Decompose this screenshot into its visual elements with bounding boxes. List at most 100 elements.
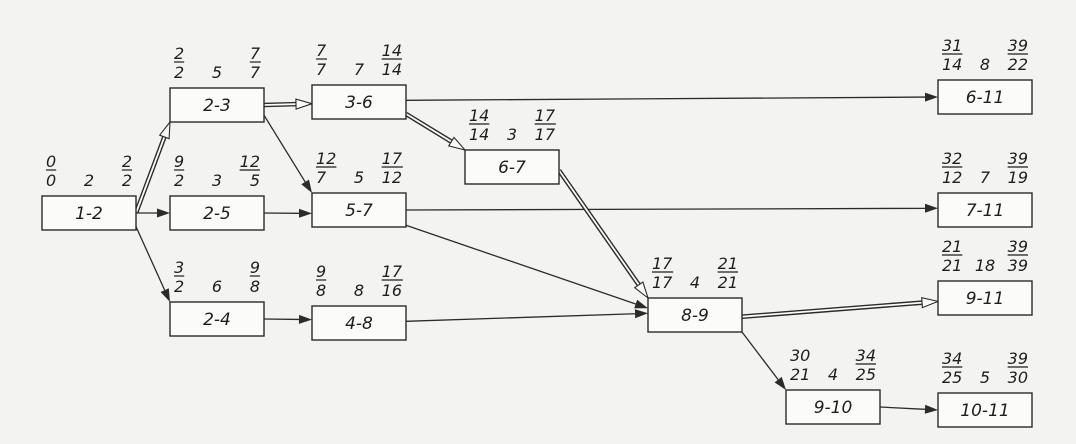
duration: 3 bbox=[212, 171, 222, 190]
edge-3-6-to-6-11 bbox=[405, 92, 938, 102]
early-start: 25 bbox=[942, 368, 962, 387]
late-start: 30 bbox=[790, 346, 810, 365]
arrowhead bbox=[295, 98, 314, 110]
late-finish: 7 bbox=[250, 44, 261, 63]
edge-2-3-to-5-7 bbox=[263, 114, 312, 193]
critical-edge-inner bbox=[741, 301, 925, 318]
early-finish: 39 bbox=[1008, 256, 1028, 275]
early-start: 7 bbox=[316, 60, 327, 79]
activity-label: 9-10 bbox=[814, 398, 853, 418]
late-finish: 9 bbox=[250, 258, 260, 277]
edge-8-9-to-9-11 bbox=[741, 296, 940, 319]
edge-9-10-to-10-11 bbox=[879, 404, 938, 414]
early-start: 7 bbox=[316, 168, 327, 187]
duration: 7 bbox=[354, 60, 365, 79]
duration: 6 bbox=[212, 277, 222, 296]
critical-edge-inner bbox=[263, 103, 299, 106]
activity-label: 3-6 bbox=[345, 93, 373, 113]
early-finish: 14 bbox=[382, 60, 402, 79]
late-start: 21 bbox=[942, 237, 962, 256]
late-finish: 39 bbox=[1008, 237, 1028, 256]
activity-box bbox=[169, 87, 265, 123]
early-start: 2 bbox=[174, 277, 184, 296]
late-start: 3 bbox=[174, 258, 184, 277]
duration: 5 bbox=[980, 368, 990, 387]
early-start: 21 bbox=[790, 365, 810, 384]
activity-label: 2-3 bbox=[203, 96, 231, 116]
early-finish: 5 bbox=[250, 171, 260, 190]
critical-edge-inner bbox=[135, 134, 166, 214]
arrowhead bbox=[634, 309, 648, 319]
arrowhead bbox=[921, 296, 940, 309]
early-finish: 16 bbox=[382, 281, 402, 300]
early-finish: 2 bbox=[122, 171, 132, 190]
edge-line bbox=[135, 226, 166, 291]
late-start: 2 bbox=[174, 44, 184, 63]
late-start: 17 bbox=[652, 254, 673, 273]
late-finish: 17 bbox=[382, 149, 403, 168]
activity-box bbox=[169, 301, 265, 337]
activity-label: 2-4 bbox=[203, 310, 231, 330]
activity-box bbox=[937, 192, 1033, 228]
duration: 7 bbox=[980, 168, 991, 187]
edge-line bbox=[405, 207, 926, 211]
duration: 5 bbox=[354, 168, 364, 187]
duration: 4 bbox=[828, 365, 838, 384]
edge-8-9-to-9-10 bbox=[741, 331, 786, 390]
arrowhead bbox=[447, 136, 467, 151]
edge-2-4-to-4-8 bbox=[263, 314, 312, 324]
edge-2-3-to-3-6 bbox=[263, 98, 314, 110]
late-finish: 34 bbox=[856, 346, 876, 365]
duration: 5 bbox=[212, 63, 222, 82]
edge-5-7-to-7-11 bbox=[405, 203, 938, 213]
arrowhead bbox=[924, 404, 938, 414]
arrowhead bbox=[634, 299, 648, 309]
early-finish: 12 bbox=[382, 168, 402, 187]
edge-4-8-to-8-9 bbox=[405, 309, 648, 322]
late-start: 14 bbox=[469, 106, 489, 125]
edge-1-2-to-2-5 bbox=[136, 208, 170, 218]
late-start: 12 bbox=[316, 149, 336, 168]
early-finish: 17 bbox=[535, 125, 556, 144]
early-finish: 25 bbox=[856, 365, 876, 384]
arrowhead bbox=[633, 281, 650, 300]
activity-9-10: 9-10 30 34 21 4 25 bbox=[785, 346, 881, 425]
arrowhead bbox=[925, 203, 938, 213]
arrowhead bbox=[301, 179, 312, 193]
arrowhead bbox=[298, 314, 312, 324]
edge-line bbox=[405, 224, 636, 305]
late-start: 31 bbox=[942, 36, 962, 55]
activity-label: 2-5 bbox=[203, 204, 231, 224]
arrowhead bbox=[774, 376, 786, 390]
activity-label: 4-8 bbox=[345, 314, 373, 334]
early-start: 0 bbox=[46, 171, 56, 190]
late-finish: 2 bbox=[122, 152, 132, 171]
late-start: 9 bbox=[174, 152, 184, 171]
edge-line bbox=[741, 331, 779, 381]
edge-1-2-to-2-4 bbox=[135, 226, 170, 302]
activity-box bbox=[311, 84, 407, 120]
activity-box bbox=[311, 305, 407, 341]
late-finish: 17 bbox=[535, 106, 556, 125]
critical-edge-inner bbox=[558, 169, 641, 288]
edge-1-2-to-2-3 bbox=[133, 120, 171, 214]
duration: 8 bbox=[354, 281, 364, 300]
edges-layer bbox=[133, 92, 940, 414]
early-finish: 7 bbox=[250, 63, 261, 82]
early-start: 14 bbox=[942, 55, 962, 74]
edge-line bbox=[405, 96, 926, 101]
activity-label: 6-11 bbox=[966, 88, 1005, 108]
edge-line bbox=[263, 114, 306, 183]
duration: 18 bbox=[975, 256, 995, 275]
early-start: 17 bbox=[652, 273, 673, 292]
duration: 3 bbox=[507, 125, 517, 144]
early-start: 8 bbox=[316, 281, 326, 300]
